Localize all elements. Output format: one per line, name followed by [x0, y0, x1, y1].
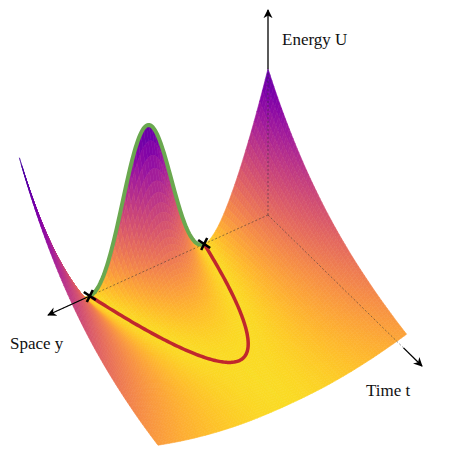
figure-stage: Energy USpace yTime t: [0, 0, 450, 450]
